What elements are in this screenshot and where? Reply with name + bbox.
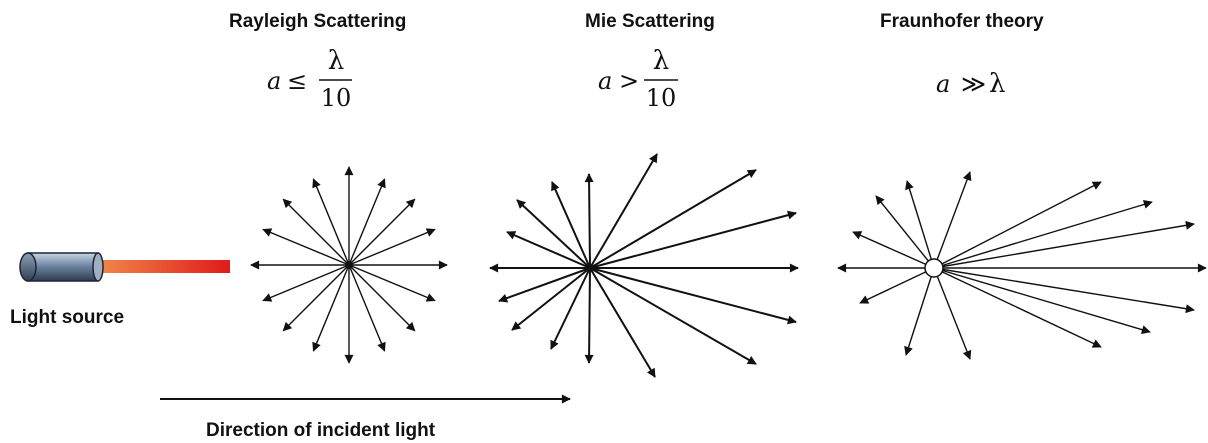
mie-ray — [584, 173, 594, 269]
rayleigh-ray — [262, 228, 350, 266]
rayleigh-ray — [348, 264, 436, 302]
mie-ray — [551, 181, 591, 269]
mie-ray — [589, 267, 757, 365]
fraunhofer-ray — [933, 267, 972, 360]
fraunhofer-variable: a — [936, 70, 950, 98]
rayleigh-pattern — [250, 166, 448, 364]
laser-beam — [95, 260, 230, 273]
mie-variable: a — [598, 67, 612, 95]
rayleigh-condition: a ≤ λ 10 — [267, 46, 352, 112]
rayleigh-ray — [282, 264, 350, 332]
rayleigh-ray — [312, 178, 350, 266]
rayleigh-ray — [262, 264, 350, 302]
rayleigh-denominator: 10 — [321, 84, 352, 112]
laser-body — [27, 252, 99, 282]
direction-label: Direction of incident light — [206, 420, 436, 441]
light-source-label: Light source — [10, 307, 124, 328]
fraunhofer-pattern — [837, 171, 1207, 360]
fraunhofer-ray — [933, 171, 972, 269]
mie-ray — [589, 267, 656, 378]
fraunhofer-title: Fraunhofer theory — [880, 11, 1044, 32]
laser-back-cap — [19, 252, 37, 282]
mie-condition: a > λ 10 — [598, 46, 678, 112]
rayleigh-operator: ≤ — [287, 67, 307, 95]
incident-direction: Direction of incident light — [160, 394, 571, 441]
fraunhofer-ray — [933, 200, 1153, 269]
mie-numerator: λ — [653, 46, 669, 76]
fraunhofer-ray — [904, 267, 935, 356]
mie-ray — [498, 267, 591, 303]
rayleigh-ray — [348, 178, 386, 266]
rayleigh-variable: a — [267, 67, 281, 95]
rayleigh-ray — [348, 228, 436, 266]
fraunhofer-ray — [933, 267, 1102, 348]
light-source: Light source — [10, 252, 230, 328]
mie-ray — [589, 210, 797, 269]
rayleigh-ray — [282, 198, 350, 266]
fraunhofer-ray — [859, 267, 935, 304]
fraunhofer-condition: a ≫ λ — [936, 69, 1005, 99]
mie-denominator: 10 — [646, 84, 677, 112]
fraunhofer-ray — [875, 195, 935, 269]
mie-ray — [506, 231, 591, 269]
rayleigh-title: Rayleigh Scattering — [229, 11, 407, 32]
fraunhofer-particle — [924, 258, 944, 278]
mie-operator: > — [619, 67, 639, 95]
rayleigh-ray — [348, 264, 416, 332]
fraunhofer-ray — [852, 231, 935, 269]
mie-ray — [589, 153, 658, 269]
mie-ray — [584, 267, 594, 364]
rayleigh-numerator: λ — [328, 46, 344, 76]
mie-title: Mie Scattering — [585, 11, 715, 32]
rayleigh-ray — [348, 264, 386, 352]
laser-front-cap — [92, 252, 104, 282]
rayleigh-ray — [348, 198, 416, 266]
mie-ray — [589, 267, 797, 325]
rayleigh-particle — [345, 261, 353, 269]
fraunhofer-operator: ≫ — [961, 70, 986, 98]
mie-pattern — [489, 153, 799, 378]
mie-ray — [511, 267, 591, 331]
fraunhofer-ray — [933, 181, 1102, 269]
fraunhofer-ray — [933, 267, 1195, 314]
fraunhofer-rhs: λ — [989, 69, 1005, 99]
fraunhofer-ray — [905, 180, 935, 269]
mie-ray — [550, 267, 591, 350]
mie-ray — [589, 169, 757, 269]
fraunhofer-ray — [933, 220, 1195, 269]
fraunhofer-ray — [933, 267, 1151, 335]
rayleigh-ray — [312, 264, 350, 352]
mie-ray — [516, 199, 591, 269]
